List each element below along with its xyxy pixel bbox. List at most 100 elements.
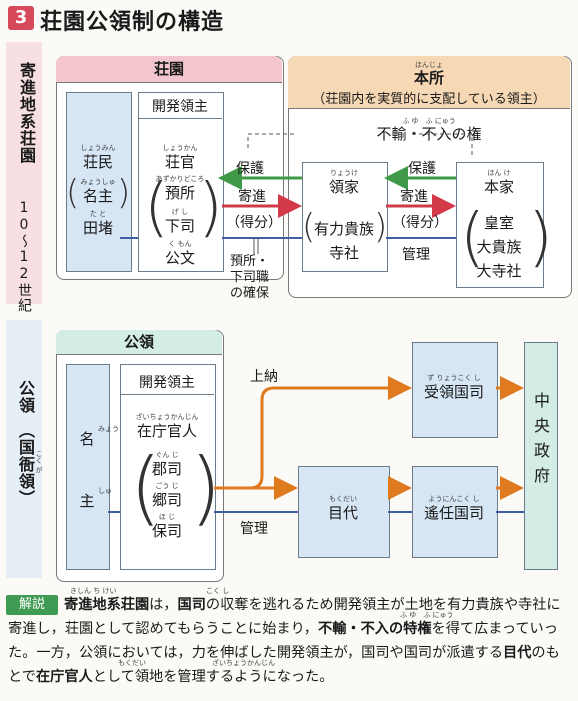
gunji-ruby: ぐん じ: [155, 451, 179, 459]
honjo-header: [288, 56, 570, 109]
kokuga-side-label: （国衙領）: [16, 422, 35, 507]
honke-member-2: 大貴族: [476, 238, 522, 256]
kaisetsu-term-2: 国司: [177, 597, 206, 613]
ryoke-box: [302, 162, 388, 272]
kaisetsu-term-5: 在庁官人: [35, 669, 93, 685]
honjo-subtitle: （荘園内を実質的に支配している領主）: [312, 92, 546, 107]
kaisetsu-text-2: は，: [149, 597, 178, 613]
shoen-side-band: [6, 42, 42, 304]
shokan-paren-left: (: [144, 171, 169, 245]
ryoke-ruby: りょうけ: [330, 169, 358, 177]
kanri-label-1: 管理: [402, 247, 430, 263]
kaisetsu-ruby-5: ざいちょうかんじん: [212, 659, 275, 667]
page-title: 荘園公領制の構造: [40, 10, 225, 35]
tokubun-label-1: （得分）: [226, 215, 282, 231]
juryo-label: 受領国司: [423, 383, 484, 401]
kanri-label-2: 管理: [240, 521, 268, 537]
tato-ruby: た と: [89, 210, 107, 218]
shomin-paren-left: (: [66, 173, 80, 213]
gesu-label: 下司: [164, 217, 195, 235]
kishin-label-1: 寄進: [238, 189, 266, 205]
koryo-kaihatsu-label: 開発領主: [139, 375, 195, 391]
younin-box: [412, 466, 498, 558]
koryo-side-band: [6, 320, 42, 578]
myo-ruby: みょう: [98, 425, 119, 433]
shomin-box: [66, 92, 132, 272]
shomin-label: 荘民: [82, 153, 113, 171]
ryoke-paren-right: ): [374, 207, 388, 247]
kumon-label: 公文: [164, 249, 195, 267]
kakuho-label-3: の確保: [230, 286, 270, 301]
myo-label: 名: [79, 430, 95, 448]
shoen-side-label: 寄進地系荘園: [17, 62, 36, 164]
kokuga-ruby: こく が: [35, 450, 43, 474]
chuo-seifu-label: 中央政府: [531, 392, 550, 492]
honjo-ruby: ほんじょ: [415, 61, 443, 69]
shoen-header: 荘園: [56, 56, 282, 83]
koryo-header: 公領: [56, 330, 222, 355]
hogo-label-1: 保護: [236, 161, 264, 177]
hoji-label: 保司: [151, 522, 182, 540]
tato-label: 田堵: [82, 219, 113, 237]
kaisetsu-term-4: 目代: [503, 645, 532, 661]
mokudai-ruby: もくだい: [329, 495, 357, 503]
jono-arrow: [214, 376, 412, 490]
shokan-ruby: しょうかん: [162, 144, 198, 152]
shomin-paren-right: ): [117, 173, 131, 213]
honke-paren-right: ): [528, 201, 553, 275]
kishin-label-2: 寄進: [400, 189, 428, 205]
koryo-side-label: 公領: [16, 380, 35, 414]
kaisetsu-term-3: 不輸・不入の特権: [318, 621, 432, 637]
kaihatsu-ryoshu-label: 開発領主: [152, 99, 208, 115]
myoshu-box: [66, 364, 110, 570]
shokan-box: [138, 92, 224, 272]
younin-ruby: ようにんこく し: [428, 495, 480, 503]
jono-label: 上納: [250, 369, 278, 385]
kaisetsu-text-8: のもとで: [8, 645, 560, 685]
shokan-label: 荘官: [164, 153, 195, 171]
honke-paren-left: (: [460, 201, 485, 275]
zaicho-divider: [120, 394, 214, 395]
myoshu-label: 名主: [82, 187, 113, 205]
kaisetsu-text-6: を得て広まっていった。一方，公領においては，力を伸ばした開発領主が，国司や国司が…: [8, 621, 558, 661]
kaisetsu-term-1: 寄進地系荘園: [64, 597, 150, 613]
kakuho-label-1: 預所・: [230, 254, 270, 269]
younin-label: 遙任国司: [423, 504, 484, 522]
hoji-ruby: ほ じ: [158, 513, 176, 521]
shu-label: 主: [79, 492, 95, 510]
honke-ruby: ほん け: [487, 169, 511, 177]
honke-member-1: 皇室: [483, 214, 514, 232]
zaicho-paren-left: (: [130, 441, 162, 534]
goji-label: 郷司: [151, 491, 182, 509]
honjo-title: 本所: [413, 69, 444, 87]
hogo-label-2: 保護: [408, 161, 436, 177]
ryoke-paren-left: (: [302, 207, 316, 247]
honke-member-3: 大寺社: [476, 262, 522, 280]
section-number-badge: 3: [8, 6, 34, 30]
juryo-ruby: ず りょうこく し: [427, 374, 481, 382]
shomin-ruby: しょうみん: [80, 144, 116, 152]
fuyu-bracket: [247, 133, 473, 156]
kaisetsu-ruby-3: ふ ゆ ふ にゅう: [400, 611, 454, 619]
honke-box: [456, 162, 544, 288]
gesu-ruby: げ し: [171, 208, 189, 216]
goji-ruby: ごう じ: [155, 482, 179, 490]
gunji-label: 郡司: [151, 460, 182, 478]
ryoke-member-1: 有力貴族: [313, 220, 374, 238]
ryoke-label: 領家: [328, 178, 359, 196]
fuyu-funyu-ruby: ふ ゆ ふ にゅう: [402, 117, 456, 125]
ryoke-member-2: 寺社: [328, 244, 359, 262]
azukari-ruby: あずかりどころ: [155, 175, 205, 183]
kaisetsu-text: 寄進地系荘園は，国司の収奪を逃れるため開発領主が土地を有力貴族や寺社に寄進し，荘…: [8, 593, 570, 689]
kaisetsu-text-4: の収奪を逃れるため開発領主が土地を有力貴族や寺社に寄進し，荘園として認めてもらう…: [8, 597, 561, 637]
shu-ruby: しゅ: [98, 487, 112, 495]
tokubun-label-2: （得分）: [392, 215, 448, 231]
zaicho-ruby: ざいちょうかんじん: [135, 413, 199, 421]
myoshu-ruby: みょうしゅ: [80, 178, 116, 186]
period-side-label: 10〜12世紀: [16, 200, 32, 313]
mokudai-box: [298, 466, 390, 558]
shokan-divider: [138, 118, 222, 119]
honke-label: 本家: [483, 178, 514, 196]
zaicho-label: 在庁官人: [136, 422, 197, 440]
